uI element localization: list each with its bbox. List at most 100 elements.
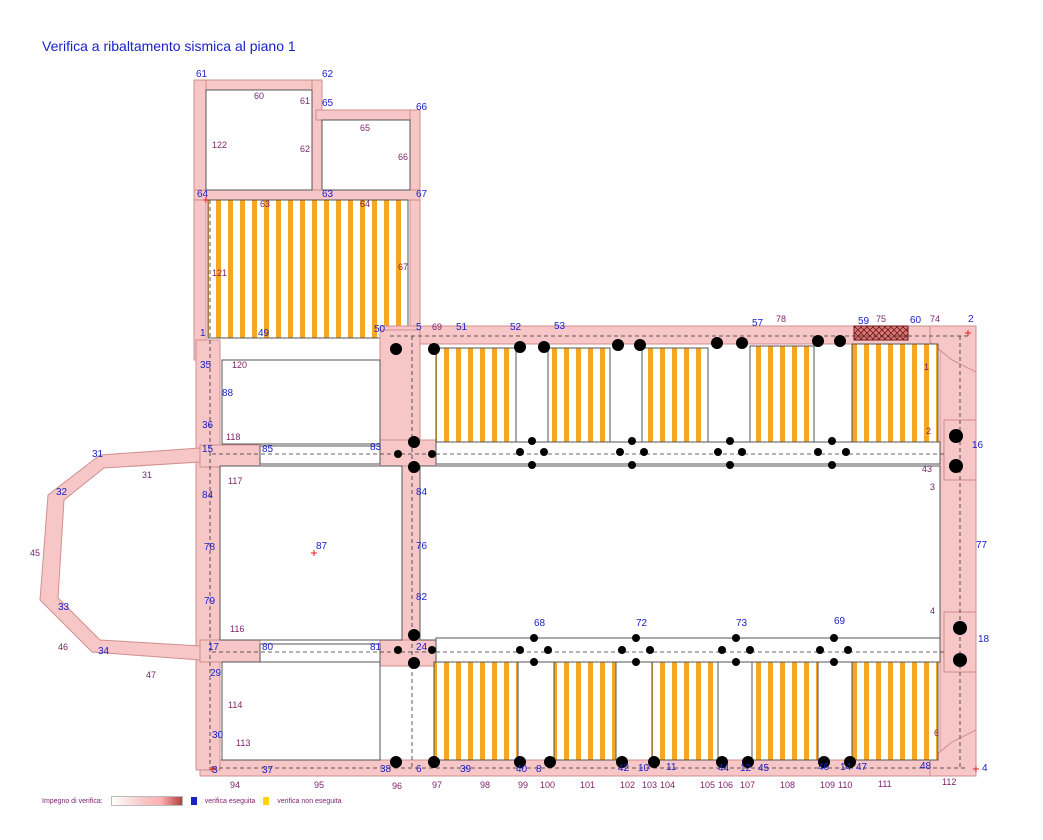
svg-text:95: 95 [314,780,324,790]
svg-text:79: 79 [204,596,216,607]
hatched-wall-segment [853,325,909,341]
svg-text:97: 97 [432,780,442,790]
svg-text:24: 24 [416,642,428,653]
svg-text:45: 45 [30,548,40,558]
svg-text:114: 114 [228,700,242,710]
legend-swatch-yellow [263,797,270,805]
svg-text:104: 104 [660,780,675,790]
svg-text:16: 16 [972,440,984,451]
floor-slab-upper [207,199,409,339]
svg-text:38: 38 [380,764,392,775]
wall-labels: 60 61 62 65 66 122 63 64 121 67 69 78 75… [30,91,956,791]
legend-item-blue: verifica eseguita [204,797,256,805]
svg-text:11: 11 [666,762,677,773]
svg-text:2: 2 [968,314,974,325]
svg-text:72: 72 [636,618,648,629]
svg-text:1: 1 [200,328,206,339]
svg-text:35: 35 [200,360,212,371]
svg-text:82: 82 [416,592,428,603]
svg-text:46: 46 [818,762,830,773]
svg-text:60: 60 [254,91,264,101]
svg-text:75: 75 [876,314,886,324]
node-markers [203,197,979,772]
svg-text:101: 101 [580,780,595,790]
svg-text:64: 64 [197,189,209,200]
svg-text:84: 84 [416,487,428,498]
svg-text:46: 46 [58,642,68,652]
legend-color-scale [110,796,183,806]
svg-text:78: 78 [776,314,786,324]
svg-text:12: 12 [740,763,752,774]
svg-text:76: 76 [416,541,428,552]
svg-text:77: 77 [976,540,988,551]
legend-swatch-blue [190,797,197,805]
svg-text:113: 113 [236,738,250,748]
svg-text:88: 88 [222,388,234,399]
svg-text:122: 122 [212,140,227,150]
svg-text:108: 108 [780,780,795,790]
svg-text:14: 14 [840,762,852,773]
svg-text:1: 1 [924,362,929,372]
svg-text:73: 73 [736,618,748,629]
svg-text:69: 69 [834,616,846,627]
svg-text:66: 66 [398,152,408,162]
svg-text:61: 61 [300,96,310,106]
svg-text:18: 18 [978,634,990,645]
svg-text:62: 62 [322,69,334,80]
svg-text:2: 2 [926,426,931,436]
svg-text:43: 43 [922,464,932,474]
svg-text:33: 33 [58,602,70,613]
svg-text:63: 63 [322,189,334,200]
svg-text:106: 106 [718,780,733,790]
svg-text:32: 32 [56,487,68,498]
room-north-west [221,359,381,445]
svg-text:67: 67 [398,262,408,272]
svg-text:81: 81 [370,642,382,653]
svg-text:53: 53 [554,321,566,332]
svg-text:96: 96 [392,781,402,791]
svg-text:30: 30 [212,730,224,741]
legend-item-yellow: verifica non eseguita [277,797,342,805]
svg-text:44: 44 [718,763,730,774]
svg-text:51: 51 [456,322,468,333]
svg-text:10: 10 [638,763,650,774]
svg-text:65: 65 [322,98,334,109]
svg-text:87: 87 [316,541,328,552]
svg-text:42: 42 [618,763,630,774]
svg-text:4: 4 [982,763,988,774]
svg-text:102: 102 [620,780,635,790]
svg-text:45: 45 [758,763,770,774]
svg-text:57: 57 [752,318,764,329]
room-south-west [221,661,381,761]
svg-text:17: 17 [208,642,220,653]
svg-text:29: 29 [210,668,222,679]
svg-text:121: 121 [212,268,227,278]
svg-text:39: 39 [460,764,472,775]
svg-text:47: 47 [856,762,868,773]
svg-text:99: 99 [518,780,528,790]
svg-text:111: 111 [878,779,892,789]
svg-text:69: 69 [432,322,442,332]
svg-text:15: 15 [202,444,214,455]
svg-text:6: 6 [934,728,939,738]
svg-text:59: 59 [858,316,870,327]
svg-text:5: 5 [416,322,422,333]
svg-text:3: 3 [930,482,935,492]
central-hall [419,465,941,641]
svg-text:109: 109 [820,780,835,790]
legend-label: Impegno di verifica: [42,797,103,805]
svg-text:31: 31 [142,470,152,480]
svg-text:107: 107 [740,780,755,790]
svg-text:112: 112 [942,777,956,787]
svg-text:78: 78 [204,542,216,553]
svg-text:50: 50 [374,324,386,335]
svg-text:60: 60 [910,315,922,326]
legend: Impegno di verifica: verifica eseguita v… [42,796,342,806]
upper-annex-walls [193,79,421,361]
svg-text:67: 67 [416,189,428,200]
svg-text:80: 80 [262,642,274,653]
north-floor-bays [435,325,939,443]
svg-text:117: 117 [228,476,242,486]
svg-text:68: 68 [534,618,546,629]
